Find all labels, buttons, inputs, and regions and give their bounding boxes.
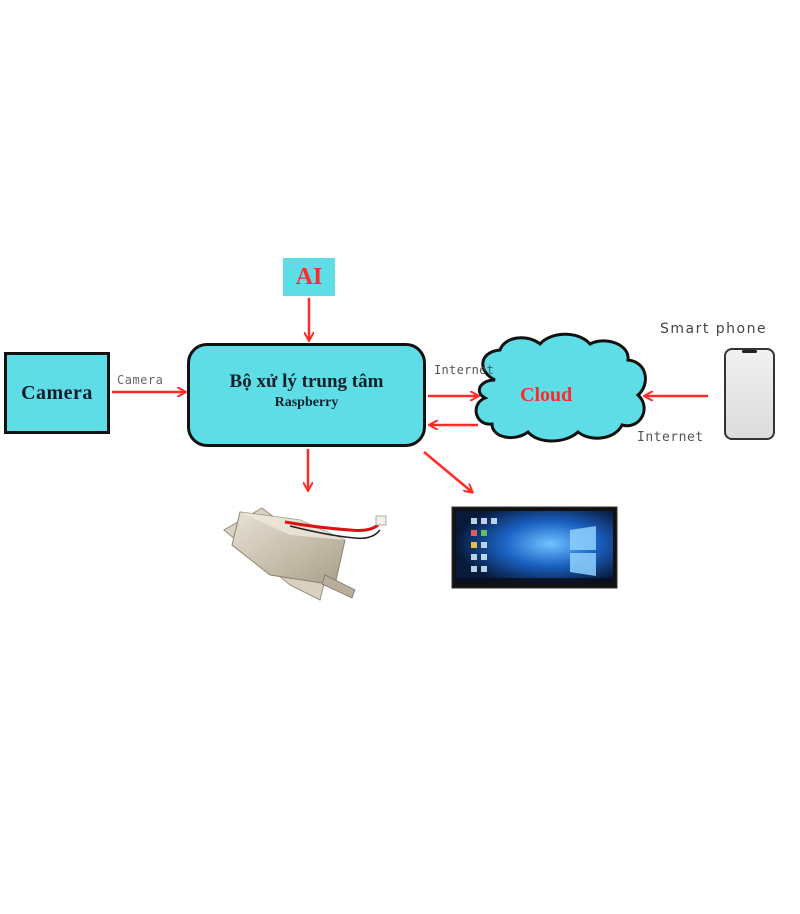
cpu-node: Bộ xử lý trung tâm Raspberry (187, 343, 426, 447)
smartphone-label: Smart phone (660, 321, 768, 337)
edge-label-internet-cpu-cloud: Internet (434, 363, 495, 377)
edge-label-camera: Camera (117, 373, 164, 387)
arrow-cpu-to-display (423, 451, 472, 492)
smartphone-icon (724, 348, 775, 440)
cloud-node-label: Cloud (520, 384, 573, 406)
cpu-node-title: Bộ xử lý trung tâm (229, 371, 384, 392)
cpu-node-subtitle: Raspberry (274, 395, 339, 410)
camera-node: Camera (4, 352, 110, 434)
camera-node-label: Camera (21, 381, 93, 404)
edge-label-internet-phone-cloud: Internet (637, 430, 704, 445)
solenoid-lock-image (223, 507, 387, 601)
touchscreen-display-image (451, 506, 618, 589)
ai-node-label: AI (295, 263, 323, 290)
cloud-shape (474, 332, 647, 443)
ai-node: AI (283, 258, 335, 296)
